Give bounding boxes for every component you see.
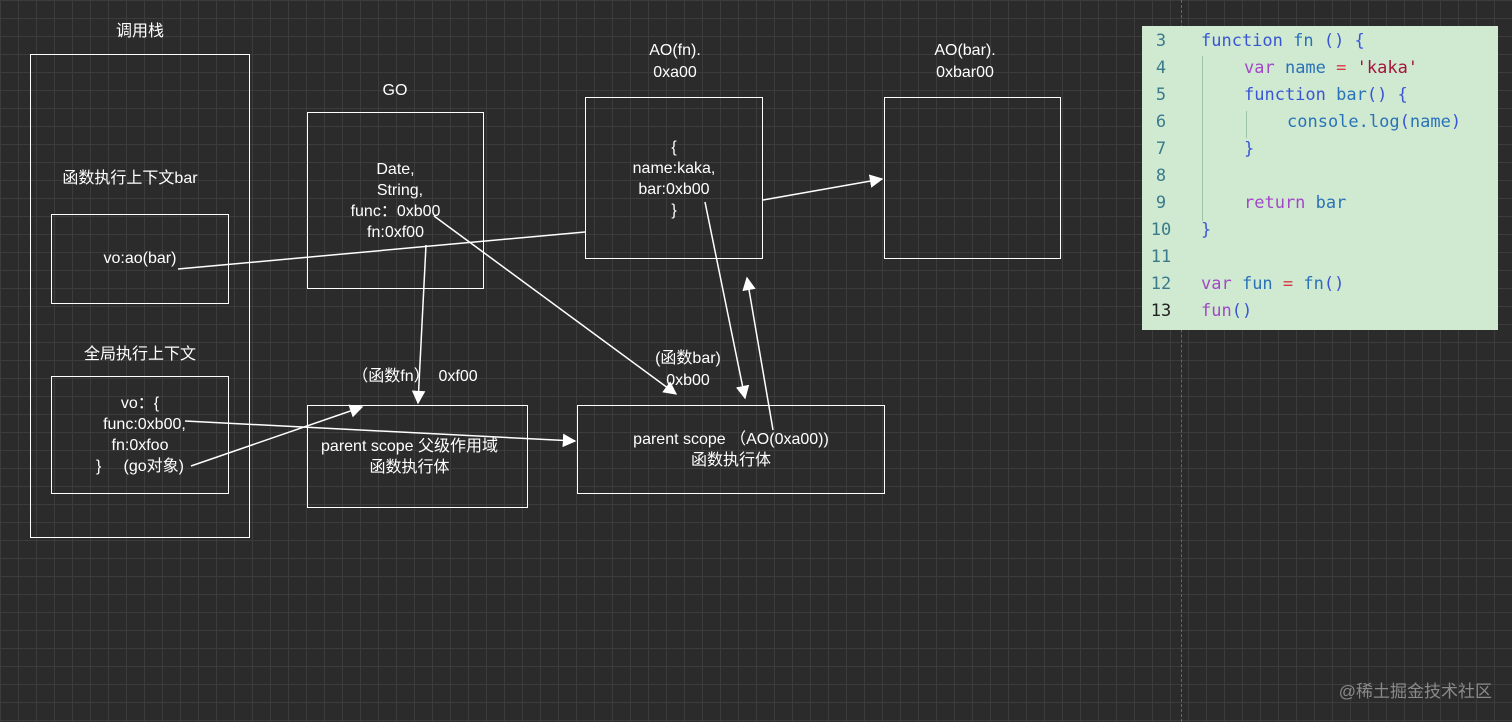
code-token: fun: [1201, 301, 1232, 321]
code-source: function fn () {: [1201, 28, 1365, 55]
bar-function-label: (函数bar) 0xb00: [655, 350, 721, 389]
code-line: 5 function bar() {: [1142, 82, 1498, 109]
code-line: 3 function fn () {: [1142, 28, 1498, 55]
line-number: 9: [1155, 193, 1167, 213]
code-token: =: [1282, 274, 1294, 294]
fn-scope-text: parent scope 父级作用域 函数执行体: [321, 438, 498, 476]
code-token: return: [1244, 193, 1306, 213]
line-number: 3: [1155, 31, 1167, 51]
line-number: 7: [1155, 139, 1167, 159]
go-content: Date, String, func：0xb00 fn:0xf00: [350, 161, 441, 241]
line-number: 6: [1155, 112, 1167, 132]
code-token: bar: [1305, 193, 1347, 213]
code-token: (: [1399, 112, 1410, 132]
code-line: 9 return bar: [1142, 190, 1498, 217]
global-context-label: 全局执行上下文: [83, 346, 196, 363]
code-token: var: [1201, 274, 1232, 294]
code-source: var fun = fn(): [1201, 271, 1344, 298]
line-number: 11: [1150, 247, 1172, 267]
code-token: function: [1201, 31, 1283, 51]
vo-bar-text: vo:ao(bar): [103, 250, 177, 267]
code-token: console: [1287, 112, 1359, 132]
code-line: 6 console.log(name): [1142, 109, 1498, 136]
code-token: log: [1368, 112, 1400, 132]
code-token: }: [1244, 139, 1255, 159]
code-line: 12 var fun = fn(): [1142, 271, 1498, 298]
code-line: 4 var name = 'kaka': [1142, 55, 1498, 82]
ao-bar-box: [884, 97, 1061, 259]
code-line: 13 fun(): [1142, 298, 1498, 325]
line-number: 10: [1150, 220, 1172, 240]
code-token: (): [1323, 274, 1345, 294]
line-number: 13: [1150, 301, 1172, 321]
code-source: }: [1244, 136, 1254, 163]
bar-scope-text: parent scope （AO(0xa00)) 函数执行体: [633, 431, 829, 469]
call-stack-box: [30, 54, 250, 538]
dashed-divider: [1181, 0, 1182, 722]
code-source: console.log(name): [1287, 109, 1461, 136]
code-token: fn: [1293, 274, 1324, 294]
code-token: bar: [1325, 85, 1367, 105]
code-source: fun(): [1201, 298, 1252, 325]
ao-fn-title: AO(fn). 0xa00: [649, 42, 701, 81]
call-stack-title: 调用栈: [115, 23, 164, 40]
code-line: 11: [1142, 244, 1498, 271]
code-source: function bar() {: [1244, 82, 1408, 109]
indent-guide-2: [1246, 111, 1247, 138]
code-token: var: [1244, 58, 1275, 78]
code-line: 7}: [1142, 136, 1498, 163]
fn-function-label: （函数fn） 0xf00: [352, 368, 478, 385]
code-token: name: [1409, 112, 1451, 132]
line-number: 8: [1155, 166, 1167, 186]
code-token: =: [1336, 58, 1347, 78]
code-source: }: [1201, 217, 1211, 244]
go-box: [307, 112, 484, 289]
code-source: return bar: [1244, 190, 1346, 217]
code-source: var name = 'kaka': [1244, 55, 1418, 82]
code-line: 8: [1142, 163, 1498, 190]
vo-global-text: vo：{ func:0xb00, fn:0xfoo } (go对象): [95, 395, 186, 475]
ao-bar-title: AO(bar). 0xbar00: [934, 42, 996, 81]
code-token: }: [1201, 220, 1212, 240]
line-number: 5: [1155, 85, 1167, 105]
watermark: @稀土掘金技术社区: [1338, 682, 1492, 701]
bar-context-label: 函数执行上下文bar: [62, 170, 198, 187]
code-token: 'kaka': [1346, 58, 1419, 78]
code-token: () {: [1366, 85, 1408, 105]
code-token: name: [1274, 58, 1337, 78]
code-token: fn: [1282, 31, 1324, 51]
line-number: 12: [1150, 274, 1172, 294]
code-token: () {: [1323, 31, 1365, 51]
indent-guide-1: [1202, 56, 1203, 221]
arrow-ao-fn-to-ao-bar: [762, 174, 884, 201]
code-token: (): [1231, 301, 1253, 321]
code-line: 10}: [1142, 217, 1498, 244]
line-number: 4: [1155, 58, 1167, 78]
code-token: ): [1450, 112, 1462, 132]
code-token: function: [1244, 85, 1326, 105]
bar-scope-box: [577, 405, 885, 494]
go-title: GO: [382, 82, 408, 99]
code-token: .: [1358, 112, 1369, 132]
code-token: fun: [1231, 274, 1283, 294]
ao-fn-content: { name:kaka, bar:0xb00 }: [632, 139, 716, 219]
